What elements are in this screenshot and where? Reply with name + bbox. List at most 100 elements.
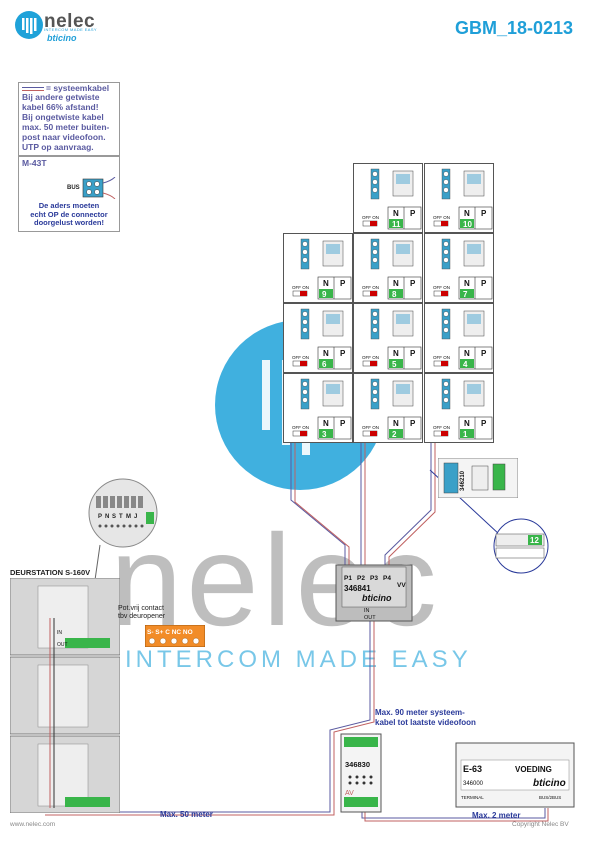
connector-line: doorgelust worden! bbox=[34, 218, 104, 227]
videophone-p-label: P bbox=[410, 349, 416, 358]
connector-model: M-43T bbox=[22, 158, 47, 168]
videophone-switch: OFF ON bbox=[362, 285, 379, 290]
power-supply-brand: bticino bbox=[533, 778, 566, 789]
keypad-zoom: P N S T M J bbox=[88, 478, 158, 548]
footer-copyright: Copyright Nelec BV bbox=[512, 821, 569, 828]
footer-website: www.nelec.com bbox=[10, 821, 56, 828]
videophone: N P 10 OFF ON bbox=[424, 163, 494, 233]
power-supply-code: 346000 bbox=[463, 781, 484, 787]
videophone-number: 3 bbox=[322, 430, 327, 439]
power-supply-terminal-right: BUS/2BUS bbox=[539, 795, 561, 800]
keypad-label: P bbox=[98, 514, 102, 520]
power-supply-label: VOEDING bbox=[515, 765, 552, 774]
doc-code: GBM_18-0213 bbox=[455, 18, 574, 38]
extra-module-code: 346210 bbox=[460, 470, 466, 491]
videophone-n-label: N bbox=[464, 209, 470, 218]
videophone-switch: OFF ON bbox=[433, 285, 450, 290]
keypad-label: T bbox=[119, 514, 123, 520]
label-max2: Max. 2 meter bbox=[472, 811, 521, 820]
legend-note: = systeemkabel Bij andere getwiste kabel… bbox=[18, 82, 120, 156]
contact-title-line: tbv deuropener bbox=[118, 613, 166, 620]
keypad-label: N bbox=[105, 514, 109, 520]
videophone-n-label: N bbox=[323, 419, 329, 428]
videophone-switch: OFF ON bbox=[433, 215, 450, 220]
videophone-number: 4 bbox=[463, 360, 468, 369]
videophone-n-label: N bbox=[464, 349, 470, 358]
connector-line: echt OP de connector bbox=[30, 209, 108, 219]
nelec-logo-icon bbox=[15, 11, 43, 39]
power-supply-terminal-left: TERMINAL bbox=[461, 795, 484, 800]
distributor-port: P2 bbox=[357, 575, 365, 582]
admitter-code: 346830 bbox=[345, 760, 370, 769]
distributor-port: P3 bbox=[370, 575, 378, 582]
label-max90b: kabel tot laatste videofoon bbox=[375, 718, 476, 727]
videophone-p-label: P bbox=[410, 419, 416, 428]
videophone-number: 10 bbox=[463, 220, 472, 229]
admitter-av: AV bbox=[345, 790, 354, 797]
admitter-346830: 346830 AV bbox=[340, 733, 382, 813]
legend-line: Bij ongetwiste kabel bbox=[22, 112, 104, 122]
distributor-port: P4 bbox=[383, 575, 391, 582]
door-station-in: IN bbox=[57, 630, 62, 636]
videophone-switch: OFF ON bbox=[362, 425, 379, 430]
videophone: N P 2 OFF ON bbox=[353, 373, 423, 443]
logo-brand: bticino bbox=[47, 33, 77, 43]
bus-label: BUS bbox=[67, 185, 80, 191]
distributor-vv: VV bbox=[397, 582, 406, 589]
connector-note: M-43T BUS De aders moeten echt OP de con… bbox=[18, 156, 120, 232]
videophone-n-label: N bbox=[393, 419, 399, 428]
videophone-p-label: P bbox=[481, 209, 487, 218]
videophone-n-label: N bbox=[464, 419, 470, 428]
power-supply: E-63 VOEDING 346000 bticino TERMINAL BUS… bbox=[455, 742, 575, 808]
contact-title-line: Pot.vrij contact bbox=[118, 605, 164, 612]
distributor-out: OUT bbox=[364, 615, 376, 621]
videophone-switch: OFF ON bbox=[433, 425, 450, 430]
logo-name: nelec bbox=[44, 11, 96, 32]
videophone-number: 2 bbox=[392, 430, 397, 439]
distributor-346841: P1 P2 P3 P4 VV 346841 bticino IN OUT bbox=[335, 564, 413, 622]
label-max50: Max. 50 meter bbox=[160, 810, 213, 819]
videophone-number: 11 bbox=[392, 220, 401, 229]
contact-terminal: S- S+ C NC NO bbox=[145, 625, 205, 647]
legend-line: max. 50 meter buiten- bbox=[22, 122, 110, 132]
legend-line: kabel 66% afstand! bbox=[22, 102, 99, 112]
distributor-brand: bticino bbox=[362, 593, 392, 603]
legend-line: UTP op aanvraag. bbox=[22, 142, 94, 152]
videophone-p-label: P bbox=[410, 279, 416, 288]
extra-module-number: 12 bbox=[530, 536, 539, 545]
label-max90: Max. 90 meter systeem- bbox=[375, 708, 465, 717]
videophone-switch: OFF ON bbox=[292, 355, 309, 360]
videophone-n-label: N bbox=[323, 279, 329, 288]
legend-line: post naar videofoon. bbox=[22, 132, 106, 142]
keypad-label: M bbox=[126, 514, 131, 520]
videophone-switch: OFF ON bbox=[362, 215, 379, 220]
connector-line: De aders moeten bbox=[38, 201, 100, 210]
legend-title: = systeemkabel bbox=[46, 83, 110, 93]
videophone-p-label: P bbox=[481, 419, 487, 428]
door-station: IN OUT bbox=[10, 578, 120, 813]
videophone-switch: OFF ON bbox=[362, 355, 379, 360]
videophone-p-label: P bbox=[481, 279, 487, 288]
videophone-p-label: P bbox=[340, 349, 346, 358]
videophone-number: 5 bbox=[392, 360, 397, 369]
extra-module: 346210 bbox=[438, 458, 518, 498]
videophone-number: 1 bbox=[463, 430, 468, 439]
keypad-label: J bbox=[134, 514, 137, 520]
logo-tagline: INTERCOM MADE EASY bbox=[44, 27, 97, 32]
door-station-out: OUT bbox=[57, 642, 68, 648]
keypad-label: S bbox=[112, 514, 116, 520]
videophone-switch: OFF ON bbox=[433, 355, 450, 360]
distributor-code: 346841 bbox=[344, 584, 371, 593]
videophone-number: 6 bbox=[322, 360, 327, 369]
system-cable-icon bbox=[22, 87, 44, 91]
contact-terminals: S- S+ C NC NO bbox=[147, 629, 193, 636]
